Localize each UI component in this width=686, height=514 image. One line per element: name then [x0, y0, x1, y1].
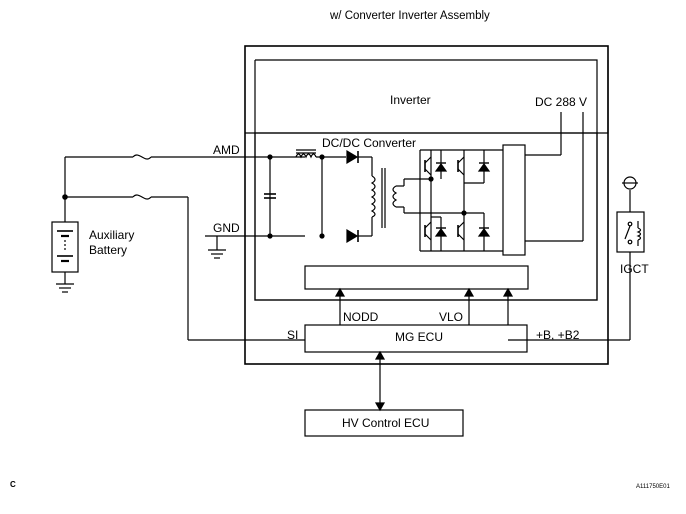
output-terminal-block [502, 144, 526, 256]
si-fuse [132, 194, 152, 200]
amd-label: AMD [213, 143, 240, 157]
igbt-top-right [457, 150, 491, 184]
auxiliary-battery [51, 221, 79, 273]
amd-fuse [132, 154, 152, 160]
inverter-label: Inverter [390, 93, 431, 107]
figure-id: A111750E01 [636, 484, 670, 490]
igbt-bottom-left [424, 216, 448, 251]
converter-inverter-assembly-frame [244, 45, 609, 365]
nodd-label: NODD [343, 310, 379, 324]
b-b2-label: +B, +B2 [536, 328, 580, 342]
corner-letter: C [10, 480, 16, 489]
transformer-primary [392, 185, 398, 208]
diagram-title: w/ Converter Inverter Assembly [330, 10, 490, 22]
dcdc-converter-block [254, 132, 598, 301]
filter-inductor [295, 153, 317, 159]
auxiliary-battery-label-1: Auxiliary [89, 228, 135, 242]
gnd-label: GND [213, 221, 240, 235]
transformer-secondary [370, 175, 376, 218]
control-board-block [304, 265, 529, 290]
hv-control-ecu-label: HV Control ECU [342, 416, 430, 430]
dc-288v-label: DC 288 V [535, 95, 588, 109]
igct-relay-coil [636, 227, 642, 241]
inverter-block-left [245, 60, 256, 134]
vlo-label: VLO [439, 310, 464, 324]
mg-ecu-block [304, 324, 528, 353]
si-label: SI [287, 328, 299, 342]
mg-ecu-label: MG ECU [395, 330, 443, 344]
rectifier-diode-bottom [346, 228, 359, 244]
igct-relay [616, 211, 645, 253]
auxiliary-battery-label-2: Battery [89, 243, 128, 257]
hv-control-ecu-block [304, 409, 464, 437]
rectifier-diode-top [346, 149, 359, 165]
igct-label: IGCT [620, 262, 649, 276]
igbt-bottom-right [457, 212, 491, 251]
igbt-top-left [424, 150, 448, 179]
dcdc-converter-label: DC/DC Converter [322, 136, 417, 150]
